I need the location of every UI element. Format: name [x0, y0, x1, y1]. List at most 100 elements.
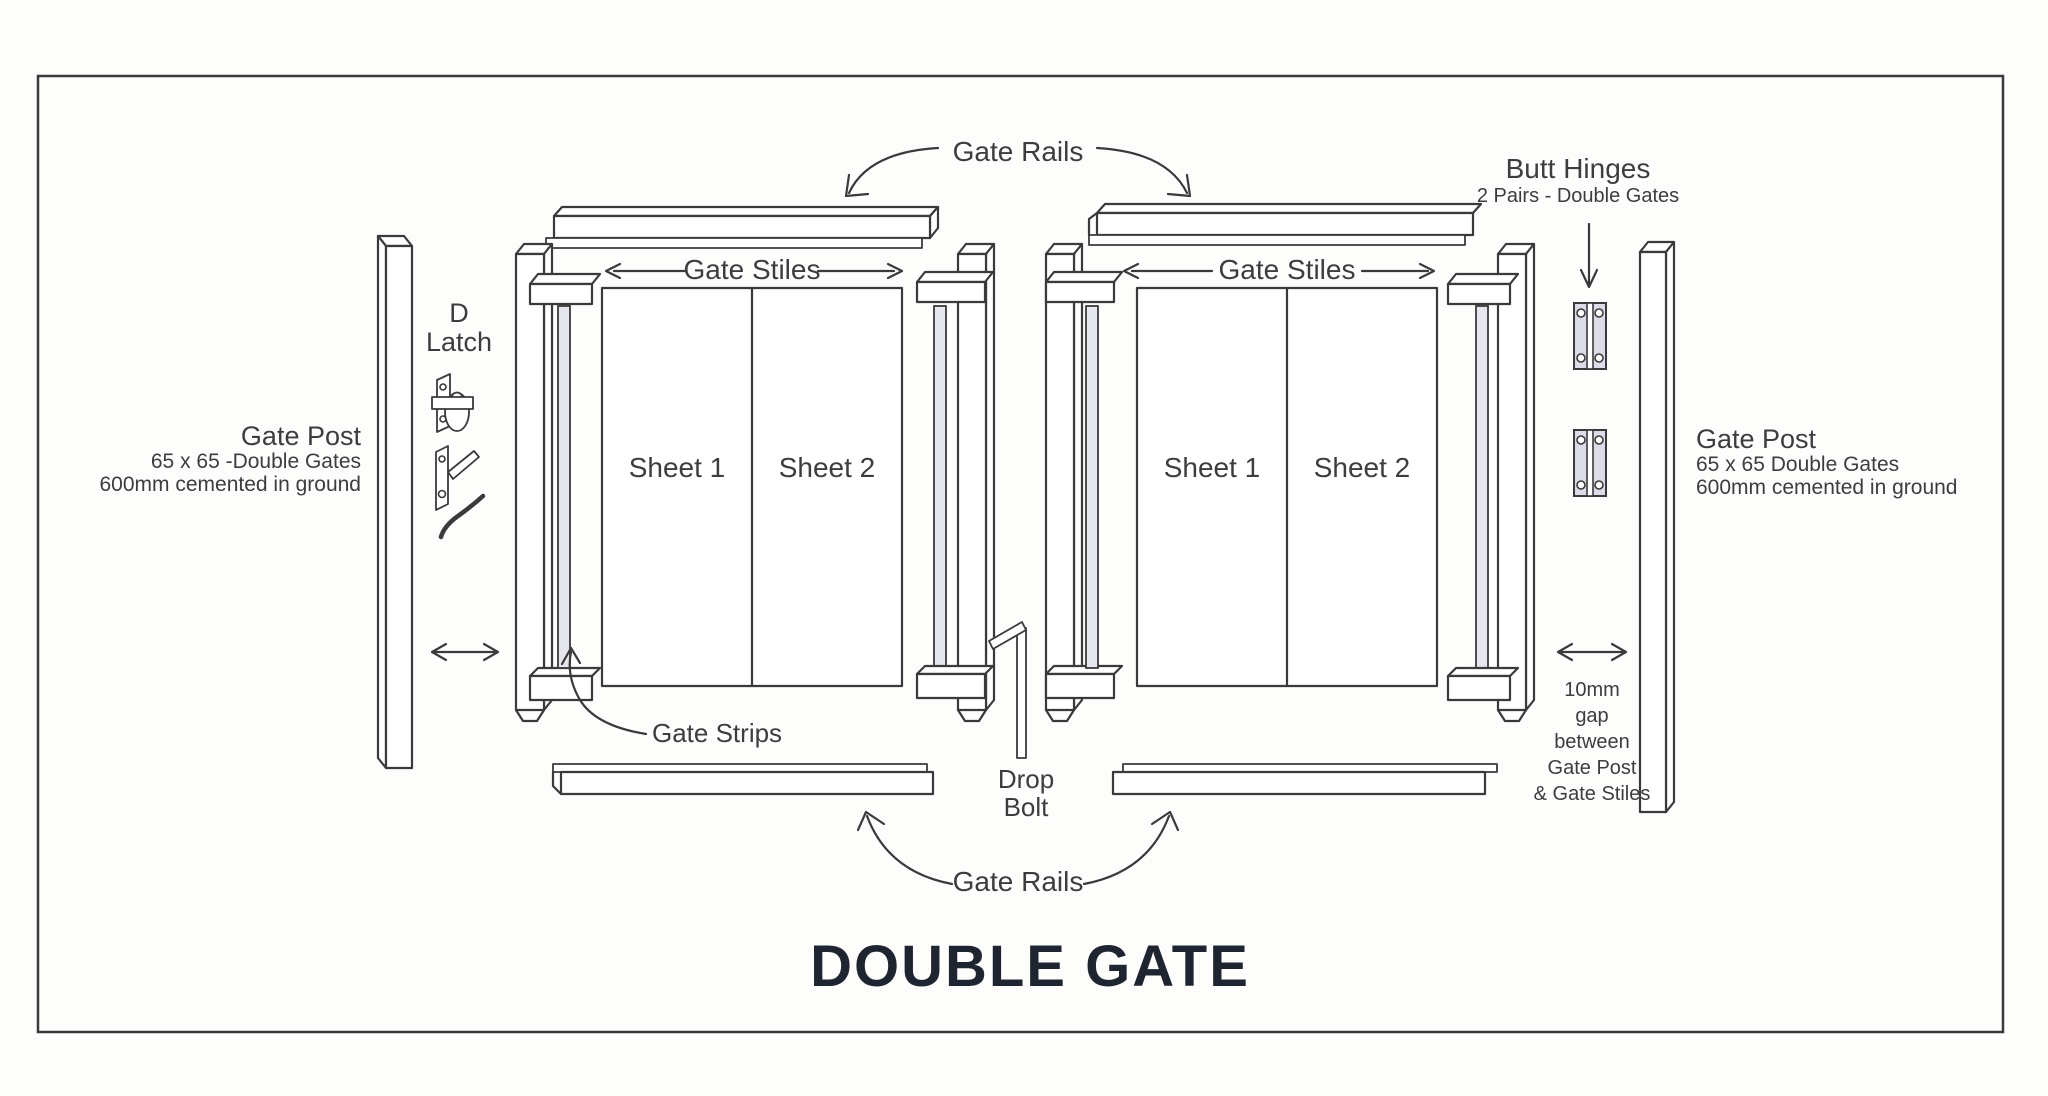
- d-latch-bar: [431, 396, 474, 410]
- gap-line1: 10mm: [1564, 679, 1620, 701]
- latch-keeper-hole: [438, 455, 446, 463]
- stile-front-face: [1496, 252, 1528, 712]
- stub-front: [1044, 280, 1116, 304]
- gate-rails-top-arrowhead-right-icon: [1166, 173, 1192, 198]
- gap-line2: gap: [1575, 705, 1608, 727]
- right-gate-post-label: Gate Post 65 x 65 Double Gates 600mm cem…: [1696, 424, 1958, 499]
- right-gate-rail-stub-bottom-right: [1446, 666, 1520, 702]
- right-stiles-arrowhead-right-icon: [1418, 262, 1436, 280]
- left-post-side-face: [376, 234, 388, 770]
- right-sheet1-label: Sheet 1: [1164, 452, 1261, 483]
- latch-keeper-arm: [447, 450, 480, 480]
- left-gate-stiles-callout: Gate Stiles: [604, 254, 904, 285]
- left-post-install: 600mm cemented in ground: [100, 473, 362, 496]
- stile-front-face: [956, 252, 988, 712]
- left-gate-strip-closing-side: [933, 305, 947, 669]
- drop-bolt-handle: [988, 621, 1027, 650]
- right-gate-sheet: Sheet 1 Sheet 2: [1135, 286, 1439, 688]
- drop-bolt-rod: [1016, 627, 1027, 759]
- right-post-spec: 65 x 65 Double Gates: [1696, 453, 1899, 476]
- stub-front: [915, 280, 987, 304]
- right-bottom-rail-front: [1111, 770, 1487, 796]
- gap-line3: between: [1554, 731, 1630, 753]
- right-bottom-rail-ledge: [1122, 763, 1498, 773]
- stub-bevel: [915, 664, 995, 676]
- gate-rails-top-callout: Gate Rails: [844, 136, 1192, 198]
- left-sheet2-label: Sheet 2: [779, 452, 876, 483]
- gap-arrowhead-right-icon: [1610, 642, 1628, 662]
- gate-rails-bottom-label: Gate Rails: [953, 866, 1084, 897]
- hinge-hole: [1576, 308, 1586, 318]
- butt-hinges-arrowhead-icon: [1579, 268, 1599, 289]
- stub-front: [915, 672, 987, 700]
- stub-bevel: [1044, 664, 1124, 676]
- diagram-title: DOUBLE GATE: [810, 934, 1250, 999]
- left-top-rail-front: [552, 214, 932, 240]
- stile-side-face: [1524, 242, 1536, 712]
- butt-hinge-2-icon: [1573, 429, 1607, 497]
- left-top-rail-ledge: [545, 237, 923, 249]
- right-post-front-face: [1638, 250, 1668, 814]
- d-latch-icon: [431, 373, 474, 433]
- left-gate-stiles-label: Gate Stiles: [684, 254, 821, 285]
- right-top-rail-endcap: [1087, 211, 1099, 237]
- left-bottom-rail-ledge: [552, 763, 928, 773]
- gap-line4: Gate Post: [1548, 757, 1637, 779]
- left-gate-rail-stub-bottom-right: [915, 664, 995, 700]
- stub-front: [1446, 282, 1512, 306]
- stile-chamfer: [1044, 708, 1076, 723]
- butt-hinges-title: Butt Hinges: [1506, 153, 1651, 184]
- left-gate-rail-stub-top-left: [528, 272, 602, 306]
- d-latch-line1: D: [449, 298, 469, 328]
- right-gate-rail-stub-bottom-left: [1044, 664, 1124, 700]
- d-latch-label: D Latch: [426, 298, 492, 357]
- stile-front-face: [514, 252, 546, 712]
- right-gate-bottom-rail: [1111, 763, 1498, 796]
- gap-callout: 10mm gap between Gate Post & Gate Stiles: [1534, 642, 1651, 805]
- left-gate-post: [376, 234, 414, 770]
- right-gate-rail-stub-top-right: [1446, 272, 1520, 306]
- left-gate-sheet: Sheet 1 Sheet 2: [600, 286, 904, 688]
- gate-rails-bottom-callout: Gate Rails: [856, 810, 1180, 897]
- drop-bolt-line1: Drop: [998, 764, 1054, 794]
- right-post-install: 600mm cemented in ground: [1696, 476, 1958, 499]
- left-gate-rail-stub-bottom-left: [528, 666, 602, 702]
- butt-hinges-callout: Butt Hinges 2 Pairs - Double Gates: [1477, 153, 1679, 289]
- right-gate-stiles-callout: Gate Stiles: [1122, 254, 1436, 285]
- left-gate-post-label: Gate Post 65 x 65 -Double Gates 600mm ce…: [100, 421, 362, 496]
- hinge-hole: [1576, 353, 1586, 363]
- latch-keeper-hole: [437, 489, 447, 499]
- right-top-rail-ledge: [1088, 234, 1466, 246]
- right-post-title: Gate Post: [1696, 424, 1817, 454]
- gap-line5: & Gate Stiles: [1534, 783, 1651, 805]
- stub-front: [1446, 674, 1512, 702]
- stub-front: [528, 282, 594, 306]
- drop-bolt-label: Drop Bolt: [998, 764, 1054, 822]
- hinge-hole: [1594, 480, 1604, 490]
- right-sheet2-label: Sheet 2: [1314, 452, 1411, 483]
- gate-rails-top-arrow-left: [847, 146, 940, 195]
- left-bottom-rail-front: [559, 770, 935, 796]
- drop-bolt-line2: Bolt: [1004, 792, 1050, 822]
- stub-bevel: [528, 272, 602, 286]
- left-post-front-face: [384, 244, 414, 770]
- hinge-hole: [1594, 308, 1604, 318]
- latch-gap-arrow: [430, 642, 500, 662]
- left-sheet1-label: Sheet 1: [629, 452, 726, 483]
- gate-strips-callout: Gate Strips: [560, 646, 782, 748]
- left-gate-top-rail: [545, 205, 940, 249]
- left-gate-closing-stile: [956, 242, 996, 723]
- right-gate-stiles-label: Gate Stiles: [1219, 254, 1356, 285]
- right-gate-top-rail: [1087, 202, 1483, 246]
- latch-rod-icon: [438, 493, 486, 540]
- stub-bevel: [1044, 270, 1124, 284]
- left-gate: Sheet 1 Sheet 2 Gate Stiles: [514, 205, 996, 796]
- stile-chamfer: [956, 708, 988, 723]
- gate-rails-bottom-arrowhead-right-icon: [1150, 810, 1180, 832]
- left-gate-strip-hinge-side: [557, 305, 571, 669]
- right-post-side-face: [1664, 240, 1676, 814]
- gate-rails-top-arrowhead-left-icon: [844, 173, 870, 198]
- hinge-hole: [1594, 353, 1604, 363]
- hinge-knuckle: [1586, 429, 1594, 497]
